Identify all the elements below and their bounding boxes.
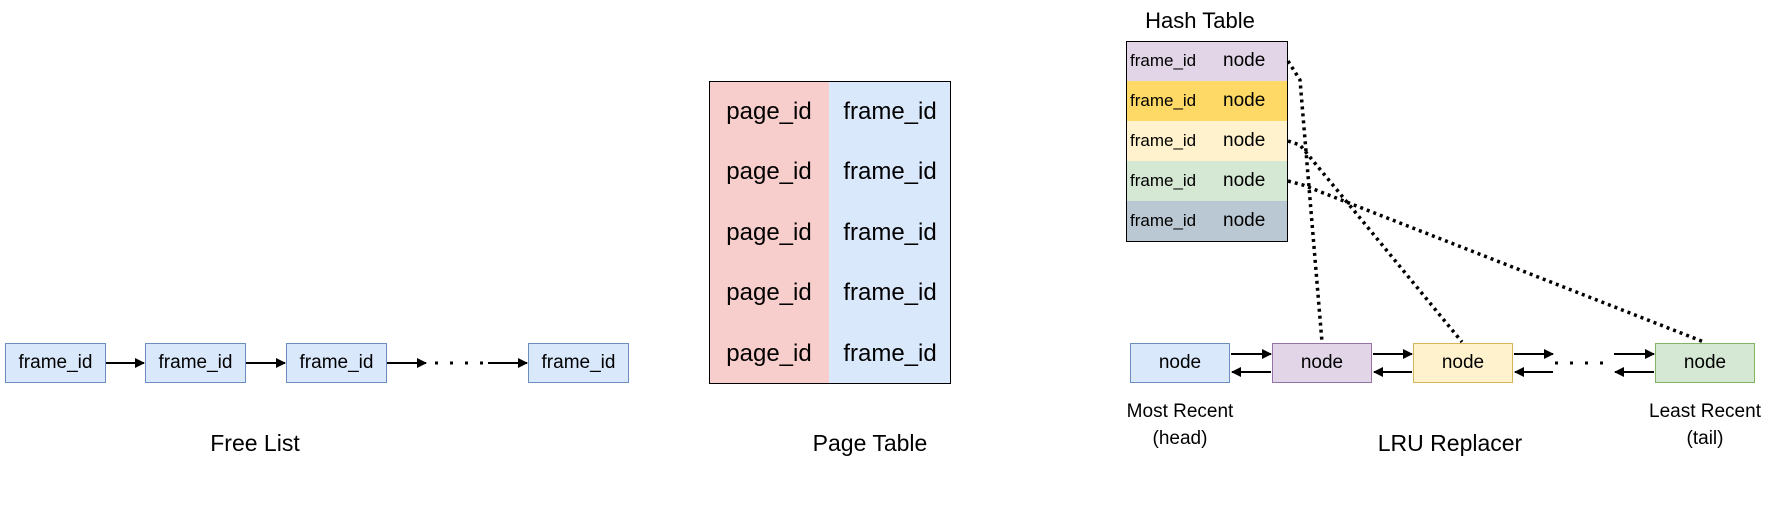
hash-value: node (1223, 170, 1266, 191)
head-label: Most Recent (head) (1126, 401, 1234, 449)
hash-link (1286, 60, 1324, 343)
hash-table-row: frame_id node (1126, 121, 1288, 161)
lru-node-head: node (1130, 343, 1230, 383)
hash-key: frame_id (1130, 211, 1197, 230)
page-id-cell: page_id (726, 158, 812, 185)
hash-link (1287, 139, 1464, 344)
hash-value: node (1223, 90, 1266, 111)
hash-table-border (1126, 41, 1288, 242)
lru-node: node (1272, 343, 1372, 383)
lru-node-tail: node (1655, 343, 1755, 383)
page-table-border (709, 81, 951, 384)
free-list-node: frame_id (145, 343, 246, 383)
frame-id-cell: frame_id (843, 340, 937, 367)
free-list-title: Free List (210, 430, 300, 456)
tail-label: Least Recent (tail) (1649, 401, 1761, 449)
frame-id-cell: frame_id (843, 98, 937, 125)
hash-table-row: frame_id node (1126, 41, 1288, 81)
page-table-title: Page Table (812, 430, 928, 456)
hash-links (1286, 60, 1705, 344)
hash-table-row: frame_id node (1126, 81, 1288, 121)
free-list-node: frame_id (528, 343, 629, 383)
frame-id-cell: frame_id (843, 279, 937, 306)
hash-key: frame_id (1130, 171, 1197, 190)
lru-replacer-title: LRU Replacer (1377, 430, 1523, 456)
hash-table-title: Hash Table (1145, 8, 1255, 33)
hash-key: frame_id (1130, 91, 1197, 110)
page-id-column (709, 81, 829, 384)
hash-value: node (1223, 130, 1266, 151)
page-id-cell: page_id (726, 340, 812, 367)
page-id-cell: page_id (726, 98, 812, 125)
free-list-node: frame_id (5, 343, 106, 383)
hash-value: node (1223, 210, 1266, 231)
lru-arrows (1231, 349, 1655, 377)
frame-id-column (829, 81, 951, 384)
hash-table-row: frame_id node (1126, 201, 1288, 241)
frame-id-cell: frame_id (843, 158, 937, 185)
lru-node: node (1413, 343, 1513, 383)
hash-value: node (1223, 50, 1266, 71)
hash-key: frame_id (1130, 51, 1197, 70)
frame-id-cell: frame_id (843, 219, 937, 246)
hash-table-row: frame_id node (1126, 161, 1288, 201)
page-id-cell: page_id (726, 279, 812, 306)
hash-link (1287, 179, 1705, 344)
page-id-cell: page_id (726, 219, 812, 246)
free-list-node: frame_id (286, 343, 387, 383)
hash-key: frame_id (1130, 131, 1197, 150)
